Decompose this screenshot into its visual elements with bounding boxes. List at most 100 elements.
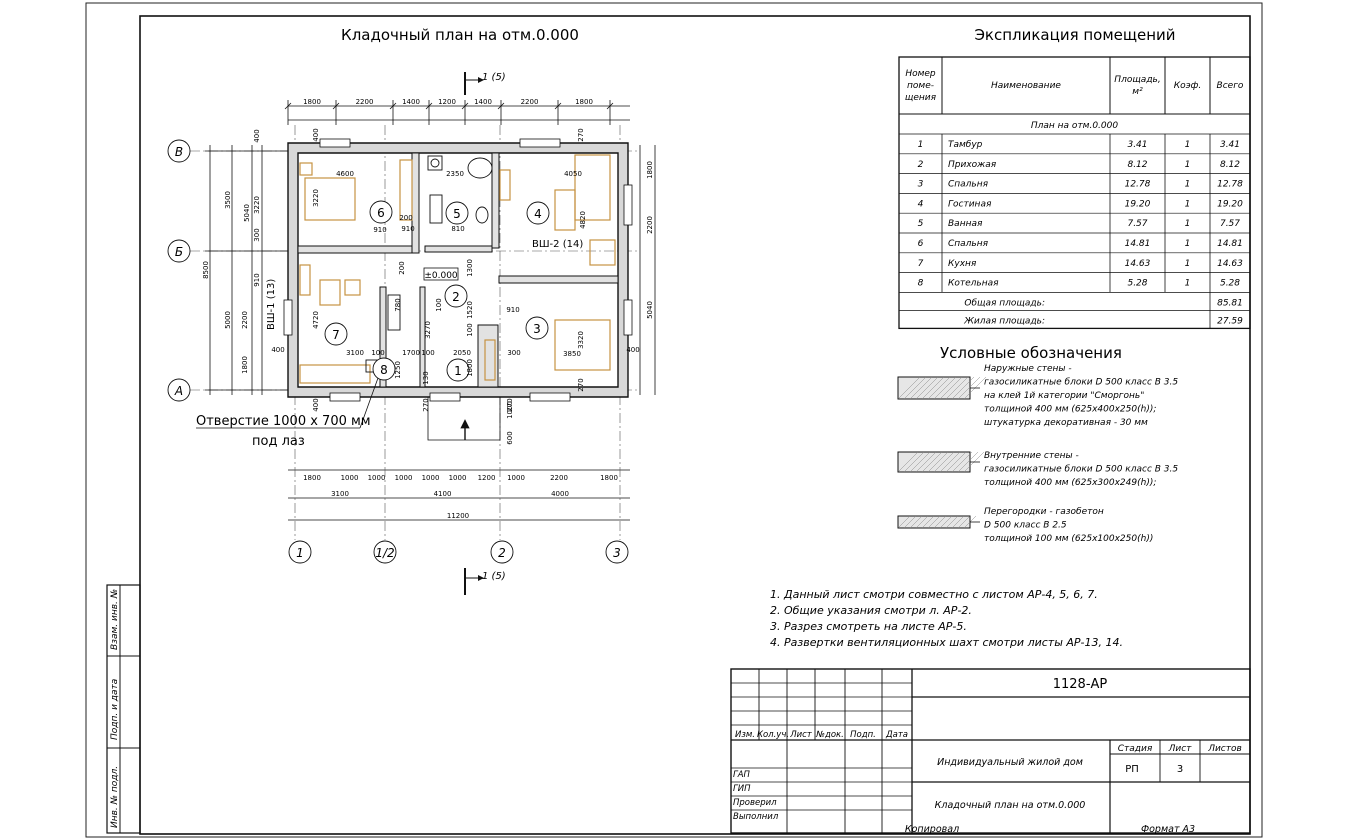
dim-bottom2-0: 3100	[331, 490, 349, 498]
expl-total-label: Общая площадь:	[964, 298, 1045, 308]
axis-label-h-1: Б	[175, 245, 183, 259]
dims-bottom	[288, 469, 630, 521]
legend: Наружные стены - газосиликатные блоки D 5…	[897, 364, 1178, 544]
inner-dim-11: 3850	[563, 350, 581, 358]
expl-total-value: 85.81	[1217, 298, 1243, 308]
inner-dim-4: 4820	[579, 211, 587, 229]
room-number-5: 5	[453, 207, 461, 221]
room-bubble-8	[372, 357, 396, 381]
axis-bubble-v-1	[373, 540, 397, 564]
dim-bottom1-6: 1200	[478, 474, 496, 482]
inner-dim-7: 810	[451, 225, 464, 233]
expl-cell-5-0: 6	[918, 239, 924, 249]
note-3: 4. Развертки вентиляционных шахт смотри …	[770, 636, 1123, 649]
opening-note-text: Отверстие 1000 х 700 мм	[196, 414, 371, 429]
inner-dim-10: 1520	[466, 301, 474, 319]
stamp-col-2: Лист	[789, 730, 813, 740]
dim-bottom1-0: 1800	[303, 474, 321, 482]
stamp-role-3: Выполнил	[733, 812, 779, 822]
inner-dim-38: 200	[398, 261, 406, 274]
inner-dim-18: 300	[507, 349, 520, 357]
room-number-7: 7	[332, 328, 340, 342]
expl-cell-6-1: Кухня	[948, 259, 977, 269]
note-1: 2. Общие указания смотри л. АР-2.	[770, 604, 972, 617]
inner-dim-26: 270	[506, 398, 514, 411]
expl-cell-7-2: 5.28	[1127, 279, 1147, 289]
section-mark-top: 1 (5)	[464, 72, 506, 95]
inner-dim-12: 3320	[577, 331, 585, 349]
section-label-top: 1 (5)	[482, 72, 506, 83]
inner-dim-9: 4720	[312, 311, 320, 329]
inner-dim-1: 2350	[446, 170, 464, 178]
expl-cell-3-2: 19.20	[1125, 199, 1151, 209]
room-bubble-7	[324, 322, 348, 346]
stamp-code: 1128-АР	[1053, 677, 1108, 692]
dim-top-4: 1400	[474, 98, 492, 106]
inner-dim-15: 1700	[402, 349, 420, 357]
legend-text-0-0: Наружные стены -	[984, 364, 1072, 374]
dim-right-0: 1800	[646, 161, 654, 179]
expl-cell-2-1: Спальня	[948, 180, 989, 190]
stamp-stage-label: Стадия	[1118, 744, 1153, 754]
room-bubble-5	[445, 201, 469, 225]
expl-cell-2-3: 1	[1185, 180, 1191, 190]
expl-cell-6-4: 14.63	[1217, 259, 1243, 269]
dim-top-2: 1400	[402, 98, 420, 106]
expl-cell-1-3: 1	[1185, 160, 1191, 170]
expl-cell-1-0: 2	[918, 160, 924, 170]
expl-cell-4-3: 1	[1185, 219, 1191, 229]
stamp-col-5: Дата	[885, 730, 908, 740]
expl-cell-4-1: Ванная	[948, 219, 983, 229]
building-walls	[283, 138, 633, 402]
inner-dim-6: 910	[401, 225, 414, 233]
expl-cell-1-4: 8.12	[1220, 160, 1240, 170]
dims-top	[284, 100, 630, 125]
legend-text-2-0: Перегородки - газобетон	[984, 507, 1104, 517]
sanitary	[365, 155, 493, 373]
stamp-stage: РП	[1125, 764, 1139, 775]
inner-dim-31: 400	[271, 346, 284, 354]
expl-cell-0-2: 3.41	[1127, 140, 1147, 150]
stamp-role-1: ГИП	[733, 784, 751, 794]
stamp-sheets-label: Листов	[1207, 744, 1242, 754]
expl-header-0: Номер	[905, 69, 936, 79]
stamp-object: Индивидуальный жилой дом	[937, 757, 1083, 768]
expl-cell-7-3: 1	[1185, 279, 1191, 289]
expl-cell-2-4: 12.78	[1217, 180, 1243, 190]
legend-text-1-1: газосиликатные блоки D 500 класс В 3.5	[984, 465, 1178, 475]
axis-label-h-2: А	[174, 384, 183, 398]
expl-header-2: Площадь,	[1114, 75, 1160, 85]
expl-cell-5-4: 14.81	[1217, 239, 1243, 249]
dim-top-5: 2200	[521, 98, 539, 106]
legend-text-2-1: D 500 класс В 2.5	[984, 521, 1067, 531]
axis-bubble-h-0	[167, 139, 191, 163]
legend-text-0-3: толщиной 400 мм (625х400х250(h));	[984, 405, 1156, 415]
dim-bottom1-3: 1000	[395, 474, 413, 482]
note-0: 1. Данный лист смотри совместно с листом…	[770, 588, 1098, 601]
expl-cell-6-3: 1	[1185, 259, 1191, 269]
inner-dim-25: 270	[422, 398, 430, 411]
section-mark-bottom: 1 (5)	[464, 568, 506, 595]
dim-left-small-2: 300	[253, 228, 261, 241]
expl-cell-1-1: Прихожая	[948, 160, 997, 170]
dim-bottom1-9: 1800	[600, 474, 618, 482]
dim-left-small-1: 3220	[253, 196, 261, 214]
expl-cell-0-4: 3.41	[1220, 140, 1240, 150]
inner-dim-33: 1000	[506, 401, 514, 419]
expl-cell-5-1: Спальня	[948, 239, 989, 249]
axis-label-v-1: 1/2	[375, 546, 394, 560]
expl-cell-4-0: 5	[918, 219, 924, 229]
dims-left	[205, 145, 656, 395]
axis-bubble-h-1	[167, 239, 191, 263]
dim-right-1: 2200	[646, 216, 654, 234]
section-label-bottom: 1 (5)	[482, 571, 506, 582]
room-number-8: 8	[380, 363, 388, 377]
room-bubble-1	[446, 358, 470, 382]
inner-dim-19: 780	[394, 298, 402, 311]
side-stamp: Взам. инв. № Подп. и дата Инв. № подл.	[106, 584, 141, 834]
expl-header-0: щения	[905, 93, 937, 103]
side-label-2: Подп. и дата	[110, 679, 120, 740]
expl-header-0: поме-	[907, 81, 934, 91]
inner-dim-35: 910	[506, 306, 519, 314]
